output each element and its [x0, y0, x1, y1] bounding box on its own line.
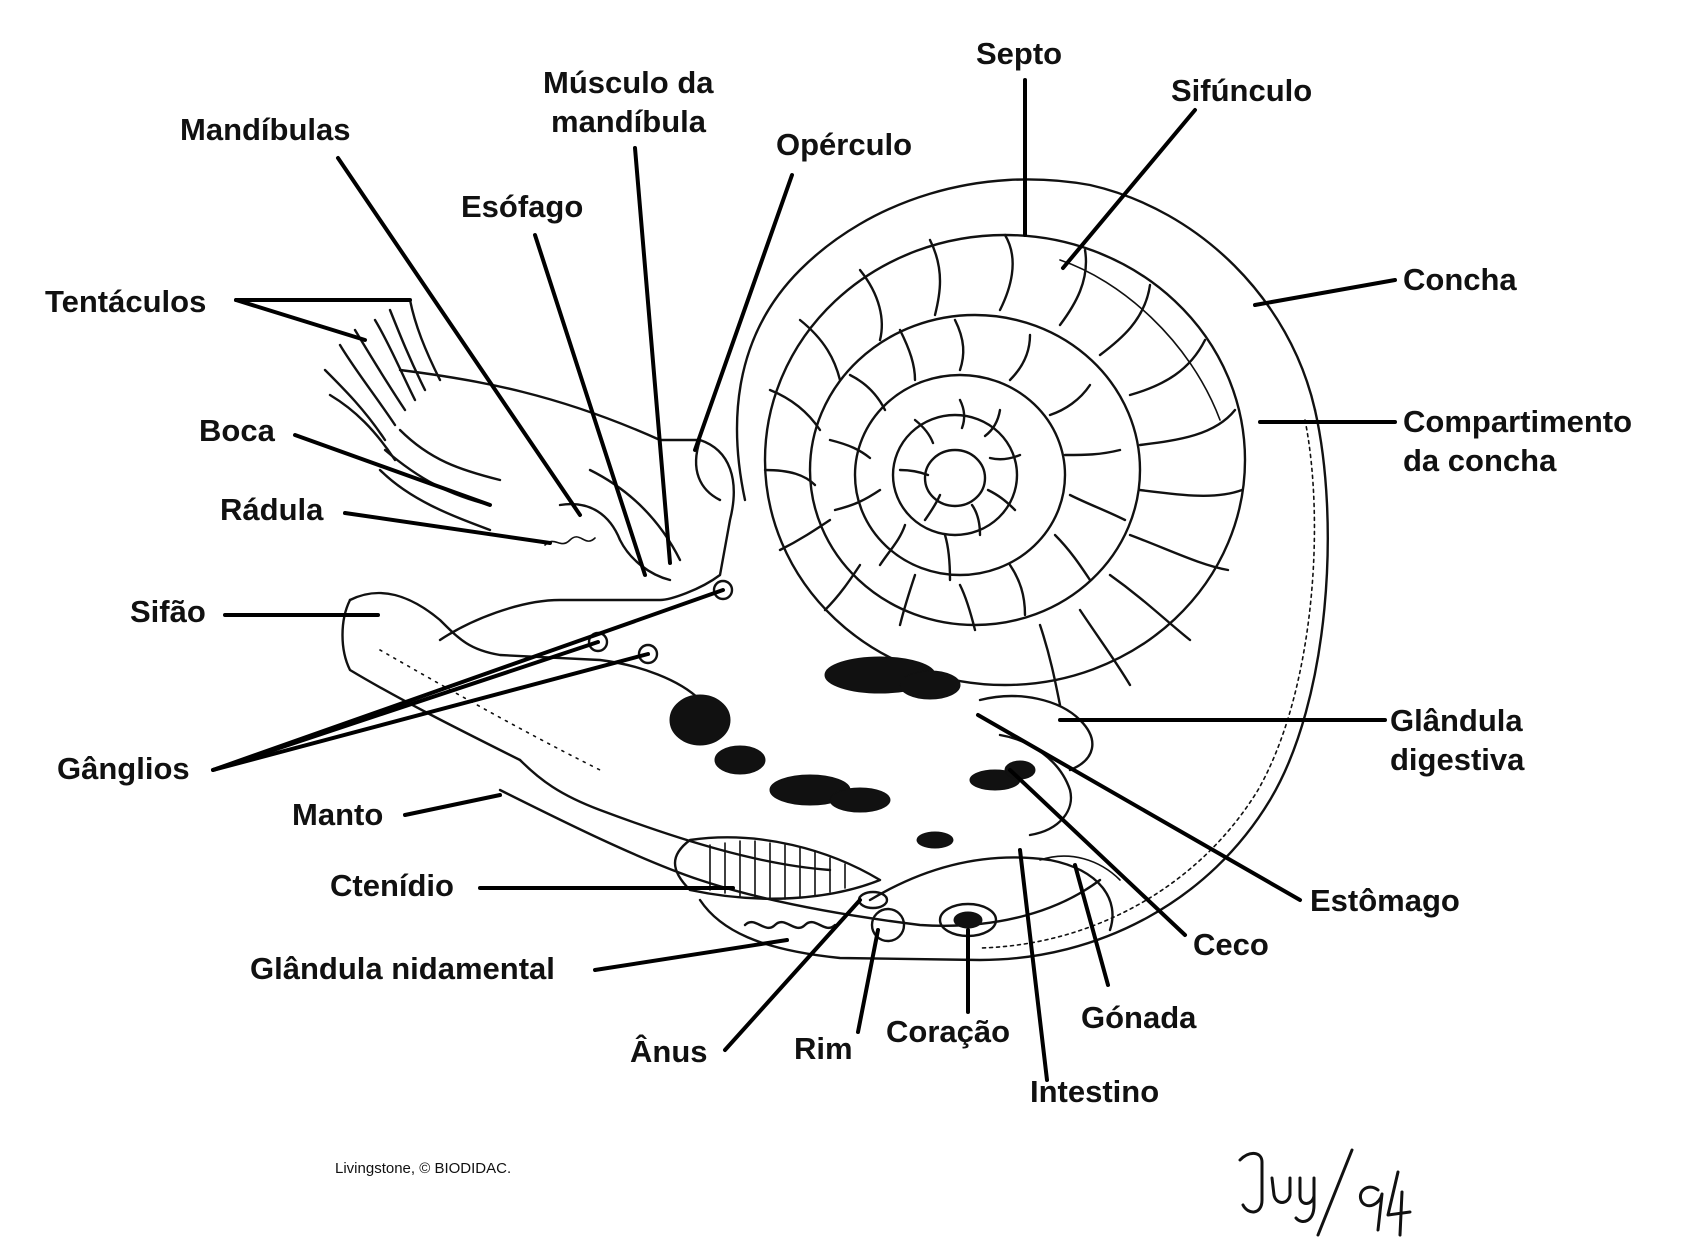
label-musculo-line1: Músculo da — [543, 65, 714, 100]
shell-whorl-3 — [853, 373, 1067, 577]
shell-septa — [763, 233, 1244, 707]
label-anus: Ânus — [630, 1033, 708, 1069]
nautilus-illustration — [323, 178, 1329, 962]
label-radula: Rádula — [220, 492, 324, 527]
label-ganglios: Gânglios — [57, 751, 190, 786]
label-septo: Septo — [976, 36, 1062, 71]
label-tentaculos: Tentáculos — [45, 284, 206, 319]
jaw-drawing — [558, 502, 672, 582]
shell-outline — [698, 408, 1329, 962]
label-coracao: Coração — [886, 1014, 1010, 1049]
label-rim: Rim — [794, 1031, 853, 1066]
label-concha: Concha — [1403, 262, 1517, 297]
ganglion-3 — [637, 643, 659, 665]
label-sifunculo: Sifúnculo — [1171, 73, 1312, 108]
label-glandula-digestiva-line2: digestiva — [1390, 742, 1525, 777]
label-manto: Manto — [292, 797, 383, 832]
mantle-drawing — [498, 788, 1102, 927]
digestive-mass — [669, 656, 1036, 849]
label-ceco: Ceco — [1193, 927, 1269, 962]
label-gonada: Gónada — [1081, 1000, 1197, 1035]
gonad-drawing — [1039, 855, 1121, 881]
radula-drawing — [544, 536, 596, 546]
anus-drawing — [857, 890, 889, 910]
label-glandula-digestiva-line1: Glândula — [1390, 703, 1523, 738]
label-estomago: Estômago — [1310, 883, 1460, 918]
label-musculo-line2: mandíbula — [551, 104, 707, 139]
label-compartimento-line2: da concha — [1403, 443, 1557, 478]
ganglion-1 — [712, 579, 734, 601]
label-boca: Boca — [199, 413, 276, 448]
label-ctenidio: Ctenídio — [330, 868, 454, 903]
head-hood — [398, 368, 735, 642]
shell-whorl-4 — [891, 413, 1019, 537]
leader-lines — [211, 78, 1397, 1082]
handwritten-signature — [1238, 1148, 1412, 1237]
shell-whorl-2 — [808, 313, 1142, 627]
label-mandibulas: Mandíbulas — [180, 112, 351, 147]
siphuncle — [1059, 259, 1221, 421]
label-glandula-nidamental: Glândula nidamental — [250, 951, 555, 986]
shell-whorl-5 — [923, 448, 987, 508]
label-sifao: Sifão — [130, 594, 206, 629]
labels: Tentáculos Mandíbulas Músculo da mandíbu… — [45, 36, 1632, 1109]
credit-text: Livingstone, © BIODIDAC. — [335, 1160, 511, 1177]
nidamental-gland-drawing — [743, 920, 837, 930]
label-compartimento-line1: Compartimento — [1403, 404, 1632, 439]
stomach-drawing — [978, 694, 1094, 772]
label-intestino: Intestino — [1030, 1074, 1159, 1109]
kidney-drawing — [870, 907, 906, 943]
siphon-drawing — [348, 591, 702, 702]
ctenidium-drawing — [673, 836, 882, 900]
label-operculo: Opérculo — [776, 127, 912, 162]
label-esofago: Esófago — [461, 189, 583, 224]
